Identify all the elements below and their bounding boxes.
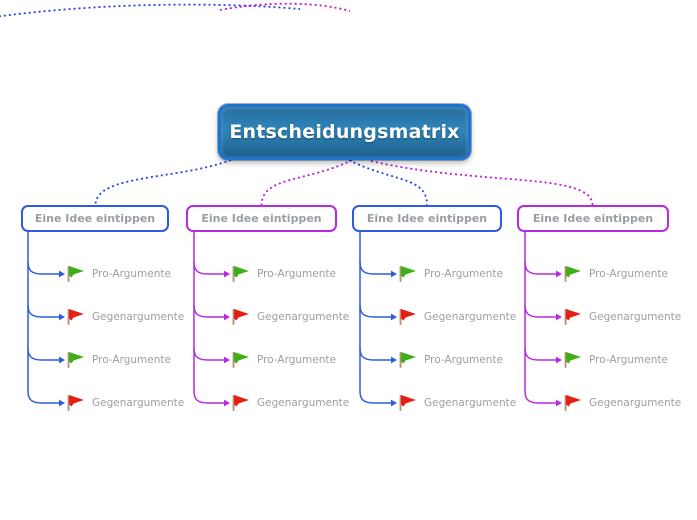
argument-item[interactable]: Pro-Argumente bbox=[561, 261, 668, 287]
argument-item[interactable]: Gegenargumente bbox=[561, 304, 681, 330]
idea-topic-1[interactable]: Eine Idee eintippen bbox=[21, 205, 169, 232]
branch-line bbox=[359, 347, 391, 361]
argument-label: Gegenargumente bbox=[424, 397, 517, 409]
idea-topic-4[interactable]: Eine Idee eintippen bbox=[517, 205, 669, 232]
argument-label: Gegenargumente bbox=[589, 397, 682, 409]
branch-line bbox=[27, 390, 59, 404]
branch-line bbox=[524, 304, 556, 318]
argument-label: Pro-Argumente bbox=[424, 268, 503, 280]
green-flag-icon bbox=[232, 352, 249, 368]
branch-line bbox=[359, 390, 391, 404]
arrowhead-icon bbox=[391, 356, 397, 364]
root-connector-curve bbox=[94, 159, 232, 206]
argument-item[interactable]: Pro-Argumente bbox=[396, 261, 503, 287]
argument-label: Pro-Argumente bbox=[257, 268, 336, 280]
argument-label: Pro-Argumente bbox=[589, 268, 668, 280]
red-flag-icon bbox=[67, 395, 84, 411]
clipped-connector-curve bbox=[0, 3, 301, 18]
red-flag-icon bbox=[399, 395, 416, 411]
branch-line bbox=[193, 390, 224, 404]
argument-label: Pro-Argumente bbox=[92, 354, 171, 366]
arrowhead-icon bbox=[556, 399, 562, 407]
red-flag-icon bbox=[399, 309, 416, 325]
branch-line bbox=[359, 261, 391, 275]
arrowhead-icon bbox=[59, 399, 65, 407]
arrowhead-icon bbox=[224, 356, 230, 364]
idea-topic-3[interactable]: Eine Idee eintippen bbox=[352, 205, 502, 232]
root-connector-curve bbox=[260, 159, 353, 206]
argument-label: Gegenargumente bbox=[257, 397, 350, 409]
argument-item[interactable]: Gegenargumente bbox=[561, 390, 681, 416]
idea-topic-label: Eine Idee eintippen bbox=[34, 212, 156, 225]
arrowhead-icon bbox=[556, 313, 562, 321]
argument-item[interactable]: Pro-Argumente bbox=[64, 261, 171, 287]
green-flag-icon bbox=[232, 266, 249, 282]
arrowhead-icon bbox=[556, 270, 562, 278]
idea-topic-label: Eine Idee eintippen bbox=[366, 212, 488, 225]
branch-line bbox=[193, 347, 224, 361]
green-flag-icon bbox=[399, 266, 416, 282]
argument-label: Pro-Argumente bbox=[424, 354, 503, 366]
idea-topic-2[interactable]: Eine Idee eintippen bbox=[186, 205, 337, 232]
root-connector-curve bbox=[370, 160, 594, 206]
argument-item[interactable]: Pro-Argumente bbox=[64, 347, 171, 373]
branch-line bbox=[524, 390, 556, 404]
argument-item[interactable]: Pro-Argumente bbox=[229, 261, 336, 287]
argument-item[interactable]: Pro-Argumente bbox=[561, 347, 668, 373]
argument-item[interactable]: Gegenargumente bbox=[64, 304, 184, 330]
argument-label: Gegenargumente bbox=[92, 397, 185, 409]
argument-label: Gegenargumente bbox=[257, 311, 350, 323]
green-flag-icon bbox=[564, 266, 581, 282]
argument-item[interactable]: Gegenargumente bbox=[396, 304, 516, 330]
branch-line bbox=[524, 347, 556, 361]
root-topic-label: Entscheidungsmatrix bbox=[229, 121, 460, 143]
argument-label: Pro-Argumente bbox=[589, 354, 668, 366]
red-flag-icon bbox=[232, 395, 249, 411]
branch-line bbox=[193, 304, 224, 318]
idea-topic-label: Eine Idee eintippen bbox=[201, 212, 322, 225]
argument-item[interactable]: Pro-Argumente bbox=[396, 347, 503, 373]
idea-topic-label: Eine Idee eintippen bbox=[532, 212, 654, 225]
red-flag-icon bbox=[564, 309, 581, 325]
argument-label: Gegenargumente bbox=[92, 311, 185, 323]
branch-line bbox=[524, 261, 556, 275]
red-flag-icon bbox=[232, 309, 249, 325]
argument-item[interactable]: Gegenargumente bbox=[229, 304, 349, 330]
branch-line bbox=[27, 261, 59, 275]
branch-line bbox=[193, 261, 224, 275]
arrowhead-icon bbox=[59, 313, 65, 321]
red-flag-icon bbox=[564, 395, 581, 411]
arrowhead-icon bbox=[556, 356, 562, 364]
green-flag-icon bbox=[67, 352, 84, 368]
arrowhead-icon bbox=[59, 356, 65, 364]
argument-label: Gegenargumente bbox=[589, 311, 682, 323]
green-flag-icon bbox=[67, 266, 84, 282]
green-flag-icon bbox=[399, 352, 416, 368]
root-topic[interactable]: Entscheidungsmatrix bbox=[218, 104, 471, 160]
branch-line bbox=[27, 304, 59, 318]
arrowhead-icon bbox=[59, 270, 65, 278]
arrowhead-icon bbox=[224, 313, 230, 321]
arrowhead-icon bbox=[391, 399, 397, 407]
argument-label: Pro-Argumente bbox=[92, 268, 171, 280]
arrowhead-icon bbox=[224, 270, 230, 278]
argument-item[interactable]: Gegenargumente bbox=[64, 390, 184, 416]
arrowhead-icon bbox=[391, 270, 397, 278]
arrowhead-icon bbox=[224, 399, 230, 407]
branch-line bbox=[27, 347, 59, 361]
branch-line bbox=[359, 304, 391, 318]
argument-item[interactable]: Gegenargumente bbox=[229, 390, 349, 416]
green-flag-icon bbox=[564, 352, 581, 368]
argument-label: Gegenargumente bbox=[424, 311, 517, 323]
root-connector-curve bbox=[348, 159, 428, 206]
argument-item[interactable]: Pro-Argumente bbox=[229, 347, 336, 373]
argument-label: Pro-Argumente bbox=[257, 354, 336, 366]
clipped-connector-curve bbox=[219, 2, 351, 12]
argument-item[interactable]: Gegenargumente bbox=[396, 390, 516, 416]
arrowhead-icon bbox=[391, 313, 397, 321]
red-flag-icon bbox=[67, 309, 84, 325]
